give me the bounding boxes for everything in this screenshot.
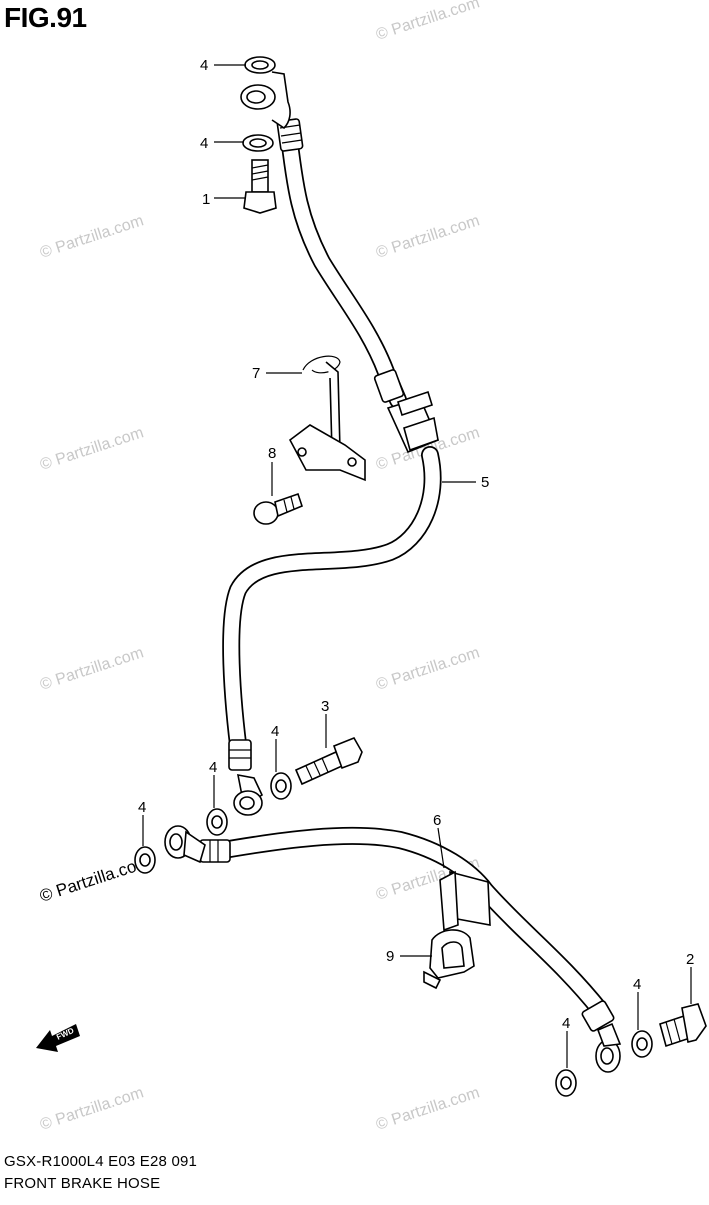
- watermark: © Partzilla.com: [38, 644, 146, 693]
- callout-4: 4: [138, 799, 146, 816]
- bolt-part-2: [659, 1003, 707, 1048]
- clamp-bracket-part-7: [288, 355, 366, 482]
- callout-8: 8: [268, 445, 276, 462]
- washers: [134, 56, 653, 1097]
- callout-3: 3: [321, 698, 329, 715]
- callout-6: 6: [433, 812, 441, 829]
- lower-brake-hose: [164, 825, 622, 1073]
- watermark: © Partzilla.com: [38, 1084, 146, 1133]
- clamp-part-9: [423, 929, 475, 990]
- leader-lines: [142, 64, 692, 1068]
- watermark: © Partzilla.com: [374, 212, 482, 261]
- diagram-name: FRONT BRAKE HOSE: [4, 1175, 161, 1192]
- callouts: 4 4 1 7 8 5 3 4 4 4 6 9 2 4 4: [138, 57, 694, 1032]
- callout-4: 4: [562, 1015, 570, 1032]
- callout-7: 7: [252, 365, 260, 382]
- watermark: © Partzilla.com: [374, 1084, 482, 1133]
- bolt-part-8: [253, 492, 303, 525]
- callout-5: 5: [481, 474, 489, 491]
- watermark: © Partzilla.com: [38, 212, 146, 261]
- callout-4: 4: [200, 57, 208, 74]
- figure-title: FIG.91: [4, 2, 87, 33]
- bolt-part-3: [294, 736, 363, 786]
- fwd-arrow: FWD: [36, 1024, 80, 1052]
- callout-4: 4: [200, 135, 208, 152]
- callout-1: 1: [202, 191, 210, 208]
- callout-9: 9: [386, 948, 394, 965]
- watermark: © Partzilla.com: [374, 644, 482, 693]
- callout-4: 4: [209, 759, 217, 776]
- bolt-part-1: [243, 159, 277, 214]
- watermark: © Partzilla.com: [38, 424, 146, 473]
- callout-2: 2: [686, 951, 694, 968]
- upper-brake-hose: [222, 71, 442, 816]
- watermark: © Partzilla.com: [374, 0, 482, 44]
- callout-4: 4: [271, 723, 279, 740]
- callout-4: 4: [633, 976, 641, 993]
- model-code: GSX-R1000L4 E03 E28 091: [4, 1153, 198, 1170]
